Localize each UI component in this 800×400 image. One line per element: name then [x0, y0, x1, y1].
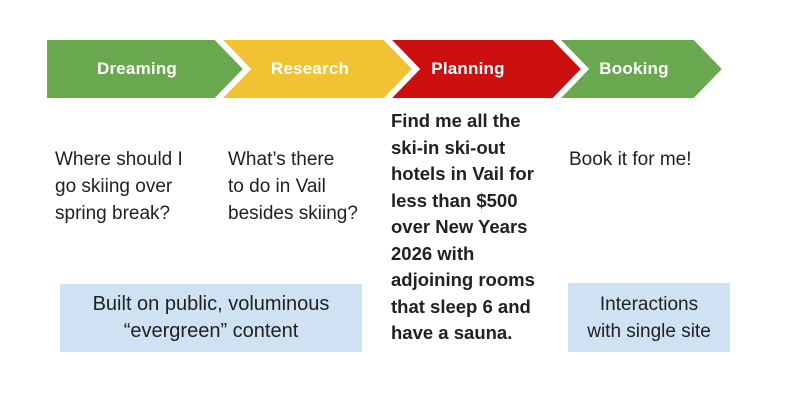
- query-research: What’s there to do in Vail besides skiin…: [228, 149, 358, 224]
- stage-label-booking: Booking: [599, 59, 669, 78]
- query-booking: Book it for me!: [569, 149, 692, 170]
- callout-evergreen-content: Built on public, voluminous “evergreen” …: [60, 284, 362, 352]
- chevron-dreaming-shape: [41, 34, 252, 104]
- journey-chevron-band: [41, 34, 731, 104]
- stage-label-planning: Planning: [431, 59, 505, 78]
- query-planning: Find me all the ski-in ski-out hotels in…: [391, 110, 535, 343]
- stage-label-dreaming: Dreaming: [96, 59, 177, 78]
- query-dreaming: Where should I go skiing over spring bre…: [55, 149, 183, 224]
- callout-single-site: Interactions with single site: [568, 283, 730, 352]
- stage-label-research: Research: [270, 59, 350, 78]
